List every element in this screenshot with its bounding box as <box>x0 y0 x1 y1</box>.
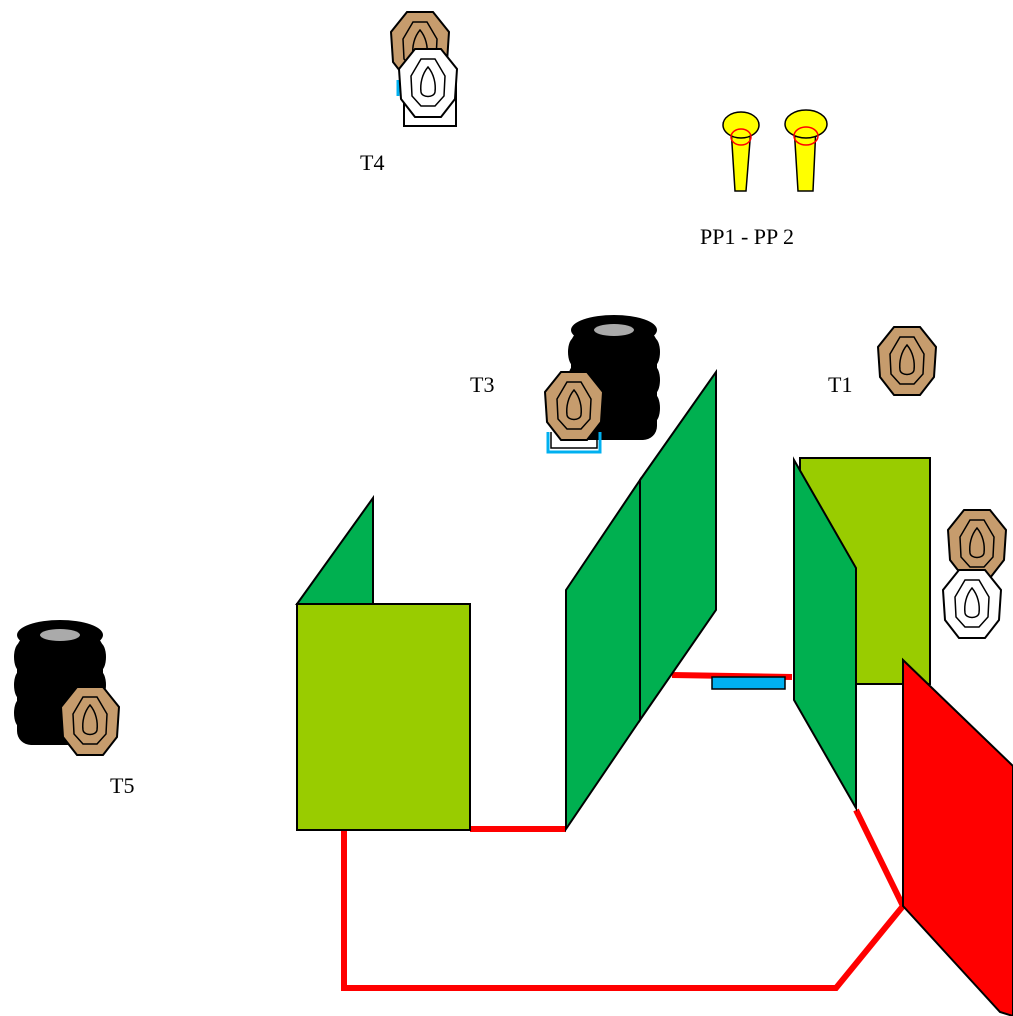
right-wall-side-panel <box>793 456 857 812</box>
t5-target-icon <box>60 686 120 756</box>
t4-label: T4 <box>360 150 384 175</box>
t3-target-icon <box>544 371 604 441</box>
target-stand-icon <box>546 432 602 454</box>
t4-no-shoot-icon <box>398 48 458 118</box>
t2-no-shoot-icon <box>942 569 1002 639</box>
center-wall-panel-far <box>639 368 717 724</box>
left-wall-side-panel <box>295 494 374 605</box>
t3-label: T3 <box>470 372 494 397</box>
t4-target-group <box>390 11 458 127</box>
t2-target-icon <box>947 509 1007 579</box>
t1-target-icon <box>877 326 937 396</box>
popper-pp1-icon <box>722 111 760 192</box>
t1-label: T1 <box>828 372 852 397</box>
red-barricade <box>902 657 1013 1016</box>
start-position-marker <box>711 676 786 690</box>
popper-pp2-icon <box>784 109 828 192</box>
poppers-label: PP1 - PP 2 <box>700 224 794 249</box>
center-wall-panel-near <box>565 476 641 833</box>
left-wall-panel <box>296 603 471 831</box>
t5-label: T5 <box>110 773 134 798</box>
